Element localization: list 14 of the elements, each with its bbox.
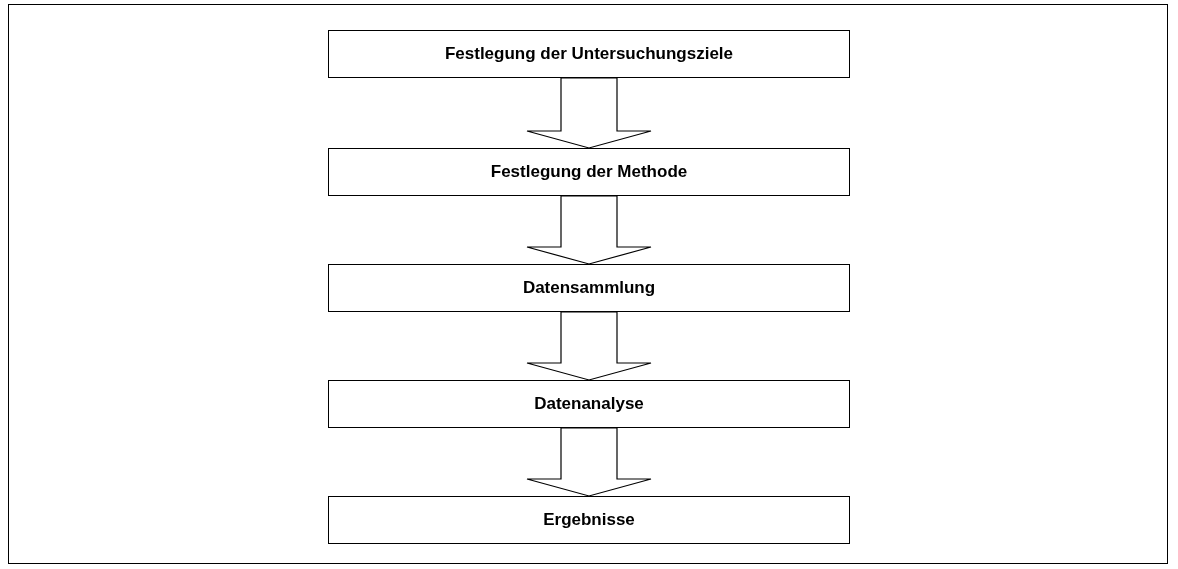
step-label: Datenanalyse	[534, 394, 644, 414]
block-arrow	[526, 195, 652, 265]
process-box	[328, 264, 850, 312]
step-label: Datensammlung	[522, 278, 656, 298]
process-box	[328, 380, 850, 428]
block-arrow	[526, 427, 652, 497]
process-box	[328, 148, 850, 196]
step-label: Festlegung der Methode	[490, 162, 688, 182]
process-box	[328, 30, 850, 78]
block-arrow	[526, 77, 652, 149]
process-box	[328, 496, 850, 544]
step-label: Ergebnisse	[543, 510, 635, 530]
block-arrow	[526, 311, 652, 381]
step-label: Festlegung der Untersuchungsziele	[444, 44, 734, 64]
